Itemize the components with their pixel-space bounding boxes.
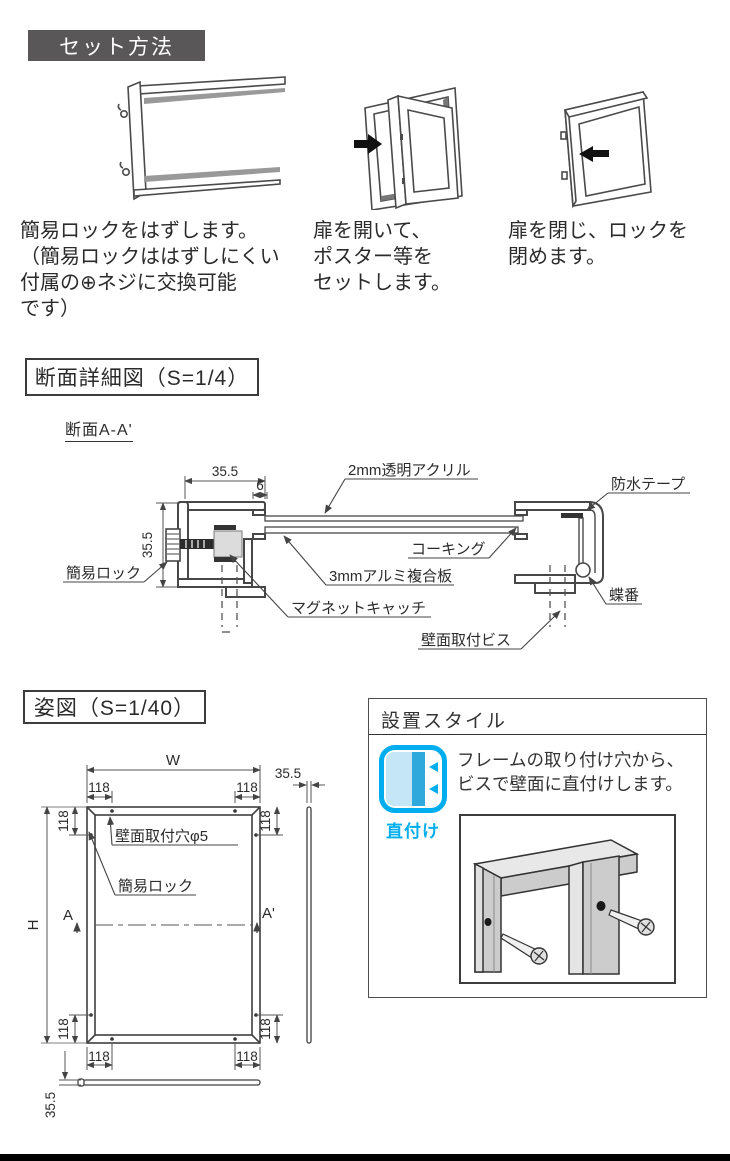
left-arrow-icon [429, 762, 438, 772]
cs-dimension-lines [156, 476, 268, 588]
el-dim-118: 118 [258, 1018, 273, 1040]
lock-pin-icon [121, 168, 130, 177]
step1-caption-line: （簡易ロックははずしにくい [20, 246, 280, 268]
direct-mount-label: 直付け [386, 822, 440, 841]
step3-caption-line: 閉めます。 [508, 246, 606, 268]
el-dim-355-side: 35.5 [275, 766, 301, 781]
footer-bar [0, 1154, 730, 1161]
step2-caption-line: セットします。 [313, 272, 451, 294]
cs-label-hinge: 蝶番 [609, 587, 639, 604]
cs-label-aluminum-panel: 3mmアルミ複合板 [329, 567, 452, 585]
el-dim-118: 118 [88, 1049, 110, 1064]
step1-caption-line: です） [20, 298, 80, 320]
screw-mounting-illustration-box [459, 814, 676, 984]
cs-label-waterproof-tape: 防水テープ [611, 476, 685, 493]
cs-dim-lip: 6 [256, 478, 264, 493]
cs-wall-screw-dashes [221, 565, 566, 633]
cs-label-caulking: コーキング [411, 541, 486, 558]
elevation-heading-box: 姿図（S=1/40） [23, 690, 206, 724]
el-side-view-bar [306, 806, 312, 1044]
install-desc-line: フレームの取り付け穴から、 [457, 750, 684, 770]
cs-leader-lines [63, 478, 690, 650]
el-dim-355-bottom: 35.5 [43, 1092, 58, 1118]
elevation-drawing: W 118 118 35.5 H 118 118 118 118 118 118… [25, 752, 325, 1118]
install-style-box: 設置スタイル 直付け フレームの取り付け穴から、 ビスで壁面に直付けします。 [368, 698, 707, 998]
screw-icon [608, 909, 655, 936]
cs-dim-left-depth: 35.5 [140, 532, 155, 558]
left-arrow-icon [429, 784, 438, 794]
banner-title: セット方法 [59, 35, 174, 59]
step2-caption: 扉を開いて、 ポスター等を セットします。 [313, 218, 451, 296]
step3-caption: 扉を閉じ、ロックを 閉めます。 [508, 218, 688, 270]
screw-icon [500, 933, 548, 965]
lock-pin-icon [119, 109, 128, 118]
section-view-label: 断面A-A' [65, 416, 133, 442]
closed-door-drawing [560, 91, 652, 209]
cs-simple-lock-knob [165, 528, 214, 562]
install-desc-line: ビスで壁面に直付けします。 [457, 774, 683, 794]
el-dim-118: 118 [258, 810, 273, 832]
el-dim-118: 118 [236, 780, 258, 795]
direct-mount-icon-frame [412, 752, 425, 806]
frame-edge-drawing [117, 76, 286, 201]
step2-open-door-illustration [354, 87, 463, 210]
cross-section-heading: 断面詳細図（S=1/4） [34, 367, 250, 390]
install-style-divider [369, 734, 706, 735]
el-label-simple-lock: 簡易ロック [118, 877, 193, 895]
step1-caption-line: 簡易ロックをはずします。 [20, 220, 258, 242]
el-label-wall-hole: 壁面取付穴φ5 [115, 828, 208, 845]
step3-caption-line: 扉を閉じ、ロックを [508, 220, 688, 242]
el-marker-a-prime: A' [262, 905, 275, 922]
step1-caption: 簡易ロックをはずします。 （簡易ロックははずしにくい 付属の⊕ネジに交換可能 で… [20, 218, 280, 322]
cross-section-heading-box: 断面詳細図（S=1/4） [25, 358, 259, 396]
el-dim-118: 118 [88, 780, 110, 795]
mount-hole-dot [484, 918, 492, 926]
cs-label-wall-screw: 壁面取付ビス [421, 632, 511, 649]
cs-hinge-pin [575, 562, 591, 578]
door-frame-corner-drawing [472, 839, 640, 975]
install-style-description: フレームの取り付け穴から、 ビスで壁面に直付けします。 [457, 748, 684, 796]
cs-right-profile [514, 501, 604, 594]
el-dim-118: 118 [56, 810, 71, 832]
cs-label-simple-lock: 簡易ロック [66, 564, 141, 582]
install-style-heading: 設置スタイル [381, 711, 508, 732]
cs-dim-top-width: 35.5 [212, 464, 238, 479]
el-dim-w: W [166, 752, 181, 769]
step1-caption-line: 付属の⊕ネジに交換可能 [20, 272, 237, 294]
cs-aluminum-panel [264, 526, 519, 534]
direct-mount-icon [379, 745, 447, 813]
cs-magnet-catch [213, 525, 243, 562]
cross-section-drawing: 35.5 6 35.5 [63, 462, 690, 650]
cs-panels [264, 515, 524, 534]
step3-closed-door-illustration [560, 91, 652, 209]
open-direction-arrow-icon [354, 134, 382, 154]
el-bottom-view-bar [77, 1078, 261, 1087]
section-banner: セット方法 [28, 30, 205, 61]
mount-hole-dot [596, 901, 606, 911]
step2-caption-line: 扉を開いて、 [313, 220, 432, 242]
el-marker-a: A [63, 907, 73, 924]
cs-label-acrylic: 2mm透明アクリル [348, 462, 471, 479]
direct-mount-icon-wall [386, 752, 412, 806]
el-dim-h: H [25, 920, 42, 931]
step2-caption-line: ポスター等を [313, 246, 433, 268]
step1-frame-edge-illustration [117, 76, 286, 201]
el-dim-118: 118 [56, 1018, 71, 1040]
cs-label-magnet-catch: マグネットキャッチ [291, 600, 426, 617]
screw-mounting-illustration [472, 839, 655, 975]
elevation-heading: 姿図（S=1/40） [33, 697, 196, 720]
lock-direction-arrow-icon [579, 146, 609, 162]
el-leader-lines [88, 816, 238, 896]
el-dimension-lines [41, 765, 325, 1086]
cs-waterproof-tape [561, 513, 583, 518]
cs-lock-bolt [180, 539, 214, 549]
open-door-drawing [364, 87, 463, 210]
el-dim-118: 118 [236, 1049, 258, 1064]
cs-acrylic-panel [264, 515, 524, 522]
